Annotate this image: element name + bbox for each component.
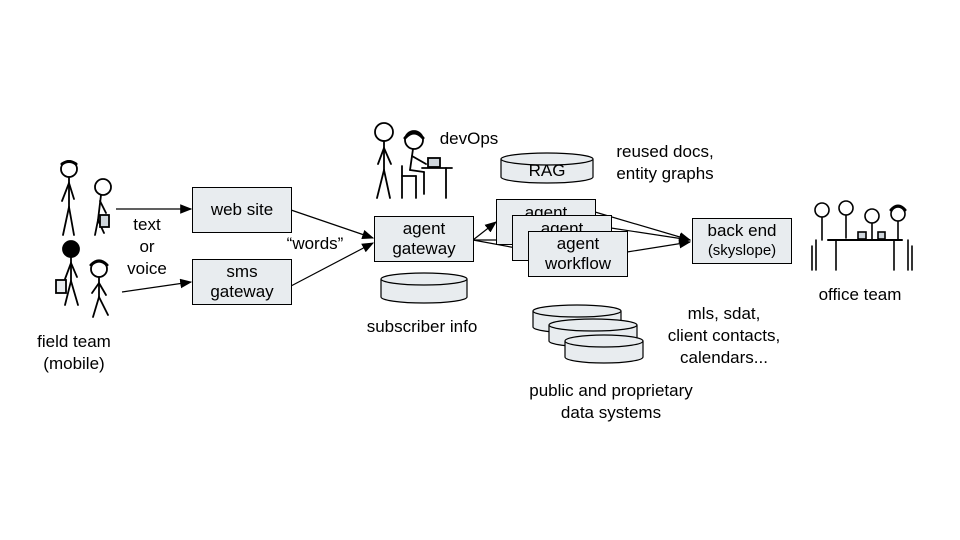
devops-label: devOps	[439, 129, 499, 148]
arrow-web-to-gateway	[290, 209, 375, 240]
sms-gateway-node: sms gateway	[192, 259, 292, 305]
field-team-label: field team (mobile)	[37, 332, 111, 373]
data-systems-databases-icon	[532, 304, 644, 364]
input-mode-label: text or voice	[127, 215, 167, 278]
web-site-node: web site	[192, 187, 292, 233]
back-end-node: back end (skyslope)	[692, 218, 792, 264]
office-team-label: office team	[818, 285, 902, 304]
arrow-agent-mid-to-backend	[610, 227, 692, 244]
arrow-sms-to-gateway	[290, 242, 375, 287]
subscriber-info-database-icon	[380, 272, 468, 304]
arrow-agent-workflow-to-backend	[626, 238, 692, 253]
data-note-label: mls, sdat, client contacts, calendars...	[667, 304, 781, 367]
field-team-figures-icon	[55, 160, 112, 318]
rag-note-label: reused docs, entity graphs	[616, 142, 714, 183]
agent-workflow-node: agent workflow	[528, 231, 628, 277]
rag-database-icon	[500, 152, 594, 184]
data-systems-label: public and proprietary data systems	[529, 381, 693, 422]
agent-gateway-node: agent gateway	[374, 216, 474, 262]
arrow-gateway-to-agent-back	[472, 221, 497, 241]
words-label: “words”	[286, 234, 344, 253]
office-team-figures-icon	[811, 200, 913, 271]
rag-label: RAG	[528, 161, 566, 180]
subscriber-info-label: subscriber info	[366, 317, 478, 336]
devops-figures-icon	[374, 122, 453, 199]
arrow-field-to-sms	[121, 278, 193, 293]
